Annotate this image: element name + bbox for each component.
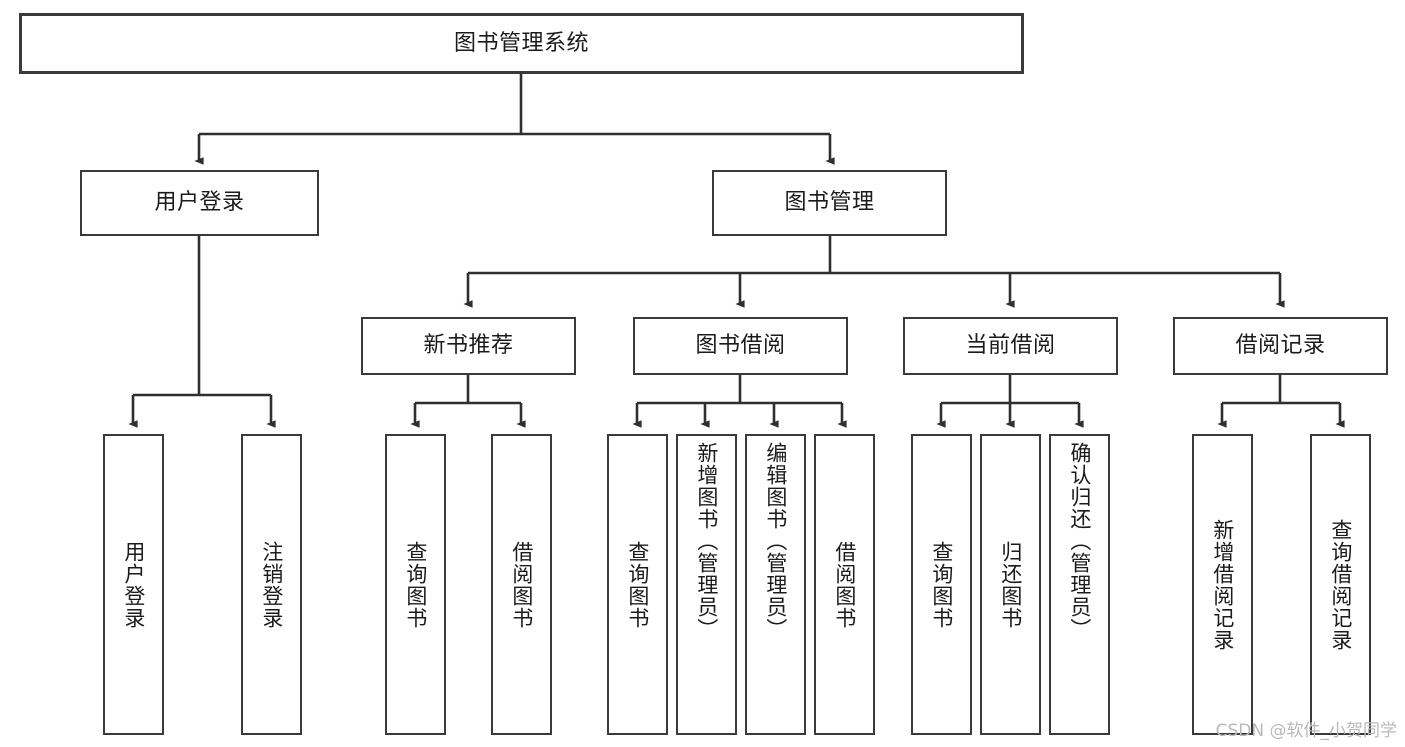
node-borrow-record[interactable]: 借阅记录 bbox=[1173, 317, 1388, 375]
node-current-borrow[interactable]: 当前借阅 bbox=[903, 317, 1118, 375]
node-label: 新增借阅记录 bbox=[1210, 518, 1235, 651]
node-label: 用户登录 bbox=[154, 190, 245, 216]
node-label: 图书管理 bbox=[784, 190, 875, 216]
leaf-borrow-edit-book-admin[interactable]: 编辑图书（管理员） bbox=[745, 434, 806, 735]
node-label: 查询图书 bbox=[403, 540, 428, 629]
node-label: 借阅图书 bbox=[832, 540, 857, 629]
leaf-current-query-book[interactable]: 查询图书 bbox=[911, 434, 972, 735]
node-label: 新增图书（管理员） bbox=[694, 442, 719, 640]
leaf-borrow-query-book[interactable]: 查询图书 bbox=[607, 434, 668, 735]
leaf-record-add-record[interactable]: 新增借阅记录 bbox=[1192, 434, 1253, 735]
node-label: 当前借阅 bbox=[965, 333, 1056, 359]
node-label: 用户登录 bbox=[121, 540, 146, 629]
leaf-user-login-signin[interactable]: 用户登录 bbox=[103, 434, 164, 735]
node-label: 新书推荐 bbox=[423, 333, 514, 359]
leaf-borrow-borrow-book[interactable]: 借阅图书 bbox=[814, 434, 875, 735]
node-label: 确认归还（管理员） bbox=[1067, 442, 1092, 640]
node-label: 注销登录 bbox=[259, 540, 284, 629]
node-label: 归还图书 bbox=[998, 540, 1023, 629]
leaf-user-login-signout[interactable]: 注销登录 bbox=[241, 434, 302, 735]
node-book-management[interactable]: 图书管理 bbox=[712, 170, 947, 236]
node-label: 查询借阅记录 bbox=[1328, 518, 1353, 651]
leaf-borrow-add-book-admin[interactable]: 新增图书（管理员） bbox=[676, 434, 737, 735]
node-label: 编辑图书（管理员） bbox=[763, 442, 788, 640]
watermark-text: CSDN @软件_小贺同学 bbox=[1215, 721, 1397, 741]
leaf-current-return-book[interactable]: 归还图书 bbox=[980, 434, 1041, 735]
node-new-book-recommend[interactable]: 新书推荐 bbox=[361, 317, 576, 375]
node-label: 图书借阅 bbox=[695, 333, 786, 359]
node-label: 查询图书 bbox=[625, 540, 650, 629]
leaf-recommend-borrow-book[interactable]: 借阅图书 bbox=[491, 434, 552, 735]
node-book-borrow[interactable]: 图书借阅 bbox=[633, 317, 848, 375]
node-label: 图书管理系统 bbox=[453, 30, 589, 56]
node-root-system[interactable]: 图书管理系统 bbox=[19, 13, 1024, 74]
leaf-record-query-record[interactable]: 查询借阅记录 bbox=[1310, 434, 1371, 735]
node-label: 借阅记录 bbox=[1235, 333, 1326, 359]
leaf-current-confirm-return-admin[interactable]: 确认归还（管理员） bbox=[1049, 434, 1110, 735]
node-user-login[interactable]: 用户登录 bbox=[80, 170, 319, 236]
node-label: 查询图书 bbox=[929, 540, 954, 629]
node-label: 借阅图书 bbox=[509, 540, 534, 629]
leaf-recommend-query-book[interactable]: 查询图书 bbox=[385, 434, 446, 735]
